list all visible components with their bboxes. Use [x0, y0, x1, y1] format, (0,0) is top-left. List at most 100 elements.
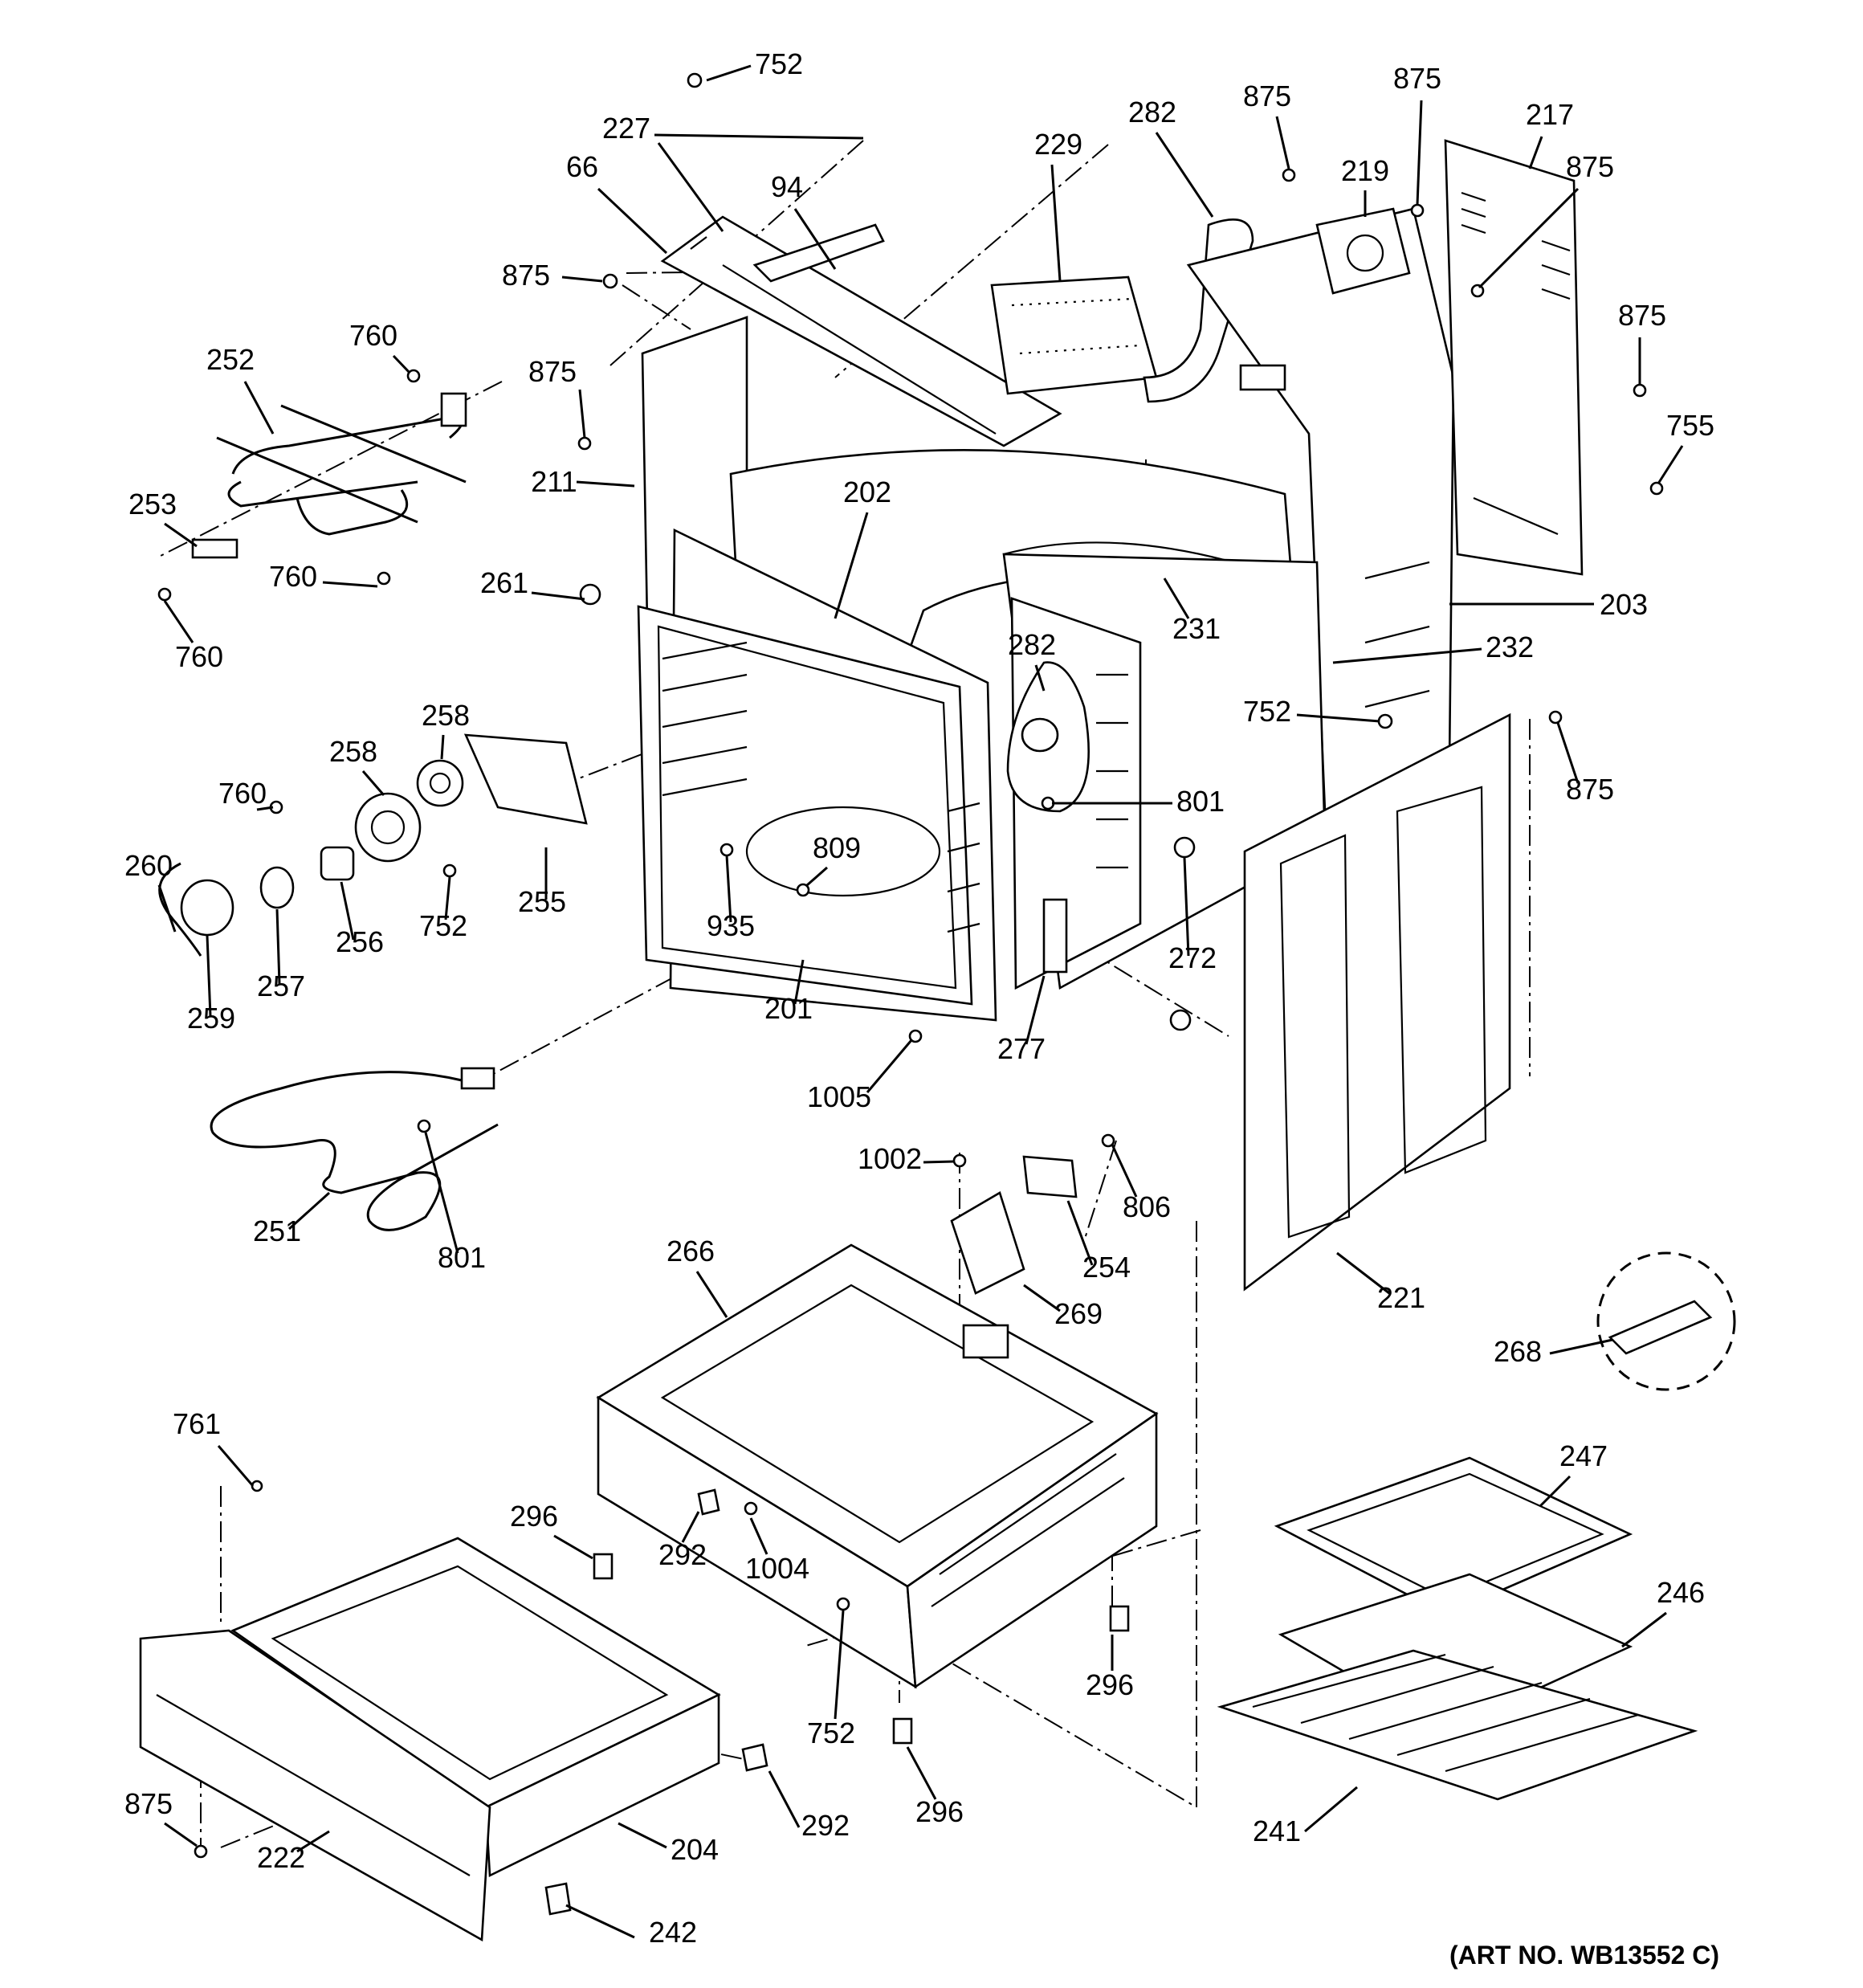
- part-label-227: 227: [602, 112, 650, 145]
- part-label-277: 277: [997, 1032, 1046, 1065]
- bake-element: [210, 1067, 499, 1231]
- part-label-259: 259: [187, 1002, 235, 1035]
- leader-line-261: [531, 591, 585, 601]
- leader-line-1005: [866, 1039, 913, 1093]
- leader-line-752: [444, 876, 451, 921]
- leader-line-875: [561, 276, 603, 283]
- leader-line-232: [1332, 647, 1482, 664]
- part-label-801: 801: [1176, 785, 1225, 818]
- leader-line-204: [618, 1822, 667, 1849]
- part-label-256: 256: [336, 925, 384, 958]
- leader-line-66: [597, 187, 668, 255]
- part-label-292: 292: [658, 1538, 707, 1571]
- leader-line-252: [243, 381, 275, 435]
- leader-line-752: [1296, 713, 1380, 723]
- part-label-752: 752: [755, 47, 803, 80]
- part-label-801: 801: [438, 1241, 486, 1274]
- leader-line-875: [1556, 722, 1580, 784]
- leader-line-875: [164, 1822, 198, 1847]
- leader-line-761: [217, 1445, 255, 1487]
- part-label-246: 246: [1657, 1576, 1705, 1609]
- part-label-875: 875: [124, 1787, 173, 1820]
- leader-line-257: [275, 908, 281, 985]
- part-label-760: 760: [218, 777, 267, 810]
- leader-line-269: [1023, 1284, 1061, 1312]
- leader-line-875: [1478, 187, 1580, 289]
- part-label-229: 229: [1034, 128, 1082, 161]
- leader-line-241: [1304, 1786, 1358, 1833]
- insulation-blanket: [990, 276, 1158, 395]
- leader-line-253: [164, 522, 198, 548]
- part-label-254: 254: [1082, 1251, 1131, 1284]
- part-label-203: 203: [1600, 588, 1648, 621]
- part-label-755: 755: [1666, 409, 1714, 442]
- part-label-272: 272: [1168, 941, 1217, 974]
- leader-line-229: [1050, 164, 1062, 282]
- oven-cavity: [637, 605, 973, 1006]
- art-number: (ART NO. WB13552 C): [1449, 1941, 1719, 1970]
- part-label-760: 760: [349, 319, 397, 352]
- part-label-258: 258: [422, 699, 470, 732]
- leader-line-296: [906, 1746, 937, 1800]
- leader-line-760: [322, 581, 378, 588]
- leader-line-760: [392, 354, 411, 374]
- callout-leaders: [157, 64, 1684, 1939]
- leader-line-292: [681, 1511, 700, 1543]
- part-label-752: 752: [419, 909, 467, 942]
- detail-inset-circle: [1596, 1251, 1736, 1391]
- part-label-809: 809: [813, 831, 861, 864]
- leader-line-268: [1549, 1338, 1613, 1355]
- part-label-201: 201: [764, 992, 813, 1025]
- leader-line-242: [565, 1904, 635, 1939]
- part-label-219: 219: [1341, 154, 1389, 187]
- part-label-875: 875: [1618, 299, 1666, 332]
- leader-line-282: [1034, 664, 1046, 692]
- leader-line-296: [553, 1534, 593, 1560]
- leader-line-247: [1539, 1475, 1572, 1508]
- part-label-760: 760: [175, 640, 223, 673]
- part-label-296: 296: [915, 1795, 964, 1828]
- part-label-752: 752: [807, 1717, 855, 1749]
- part-label-217: 217: [1526, 98, 1574, 131]
- leader-line-259: [206, 935, 212, 1017]
- leader-line-266: [695, 1271, 728, 1318]
- part-label-204: 204: [671, 1833, 719, 1866]
- part-label-251: 251: [253, 1214, 301, 1247]
- leader-line-801: [424, 1132, 459, 1254]
- broil-element: [216, 392, 467, 536]
- part-label-241: 241: [1253, 1815, 1301, 1847]
- leader-line-258: [361, 770, 385, 796]
- leader-line-251: [287, 1191, 331, 1231]
- part-label-261: 261: [480, 566, 528, 599]
- part-label-211: 211: [531, 465, 577, 498]
- part-label-260: 260: [124, 849, 173, 882]
- part-label-296: 296: [1086, 1668, 1134, 1701]
- part-label-253: 253: [128, 488, 177, 520]
- line-art: [139, 72, 1736, 1942]
- leader-line-277: [1025, 975, 1046, 1045]
- part-label-269: 269: [1054, 1297, 1103, 1330]
- part-label-1002: 1002: [858, 1142, 922, 1175]
- leader-line-806: [1111, 1144, 1138, 1198]
- leader-line-875: [578, 389, 586, 439]
- oven-rack: [1217, 1649, 1698, 1801]
- leader-line-1004: [749, 1517, 768, 1555]
- leader-line-282: [1155, 132, 1214, 218]
- part-label-875: 875: [1566, 150, 1614, 183]
- part-label-752: 752: [1243, 695, 1291, 728]
- leader-line-227: [654, 133, 864, 140]
- leader-line-258: [440, 734, 445, 760]
- part-label-257: 257: [257, 970, 305, 1002]
- leader-line-752: [834, 1610, 845, 1720]
- leader-line-227: [657, 142, 724, 232]
- oven-door: [1243, 712, 1511, 1292]
- leader-line-94: [793, 208, 837, 270]
- part-label-760: 760: [269, 560, 317, 593]
- drawer-front: [139, 1629, 491, 1942]
- part-label-66: 66: [566, 150, 598, 183]
- leader-line-231: [1163, 578, 1190, 619]
- part-label-875: 875: [502, 259, 550, 292]
- part-label-266: 266: [667, 1235, 715, 1268]
- part-label-1004: 1004: [745, 1552, 809, 1585]
